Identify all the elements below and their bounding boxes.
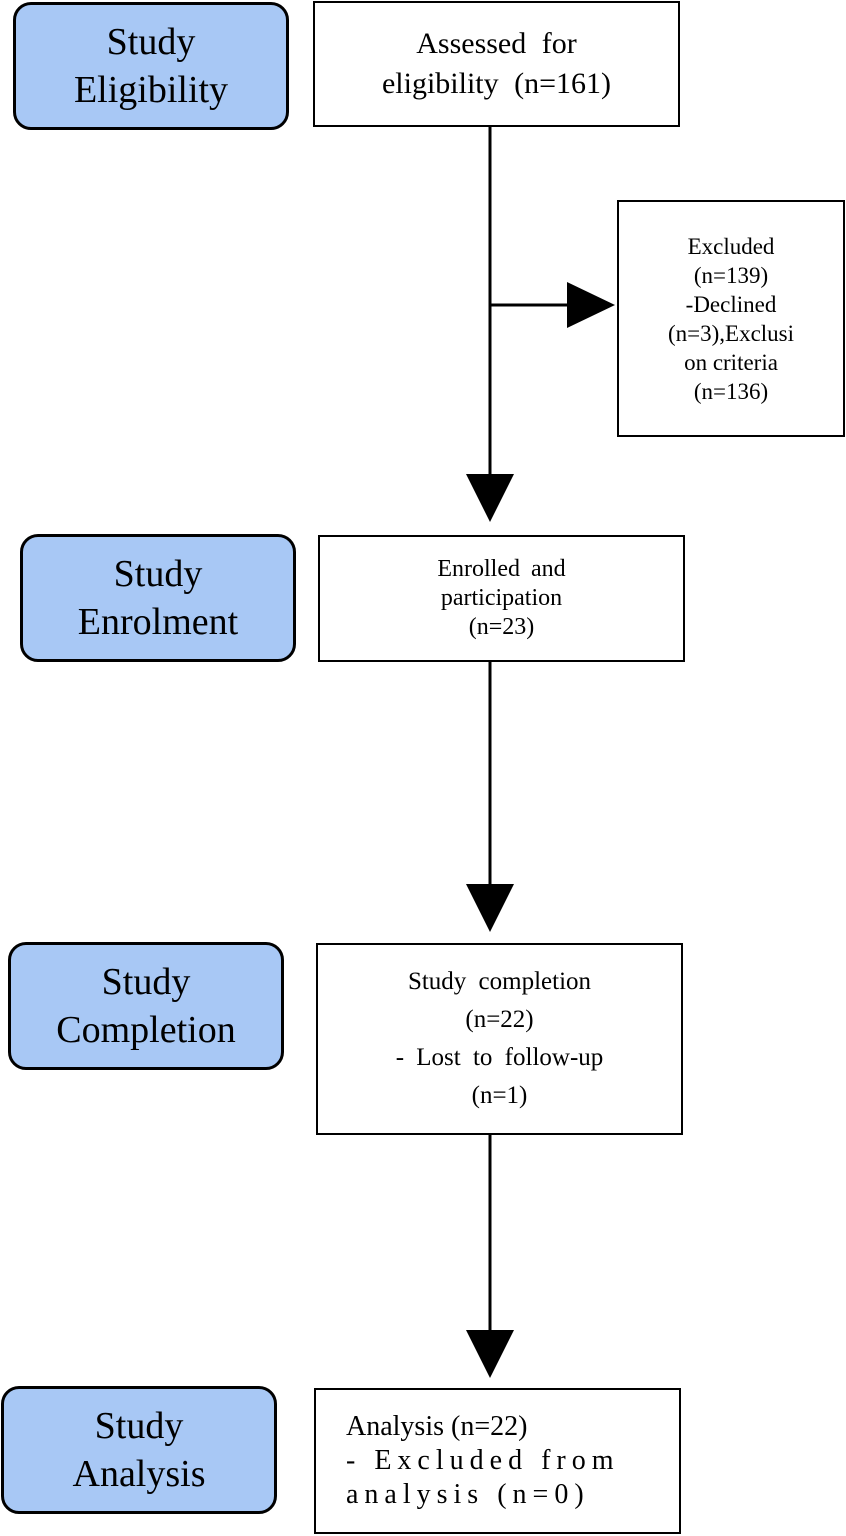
stage-analysis-line-1: Study [94, 1405, 184, 1447]
excluded-line-3: -Declined [685, 291, 777, 317]
completion-line-2: (n=22) [465, 1006, 534, 1033]
box-analysis: Analysis (n=22) - Excluded from analysis… [314, 1388, 681, 1534]
excluded-line-1: Excluded [687, 233, 775, 259]
excluded-line-6: (n=136) [693, 378, 769, 404]
enrolled-line-1: Enrolled and [437, 556, 566, 582]
box-study-completion: Study completion (n=22) - Lost to follow… [316, 943, 683, 1135]
enrolled-line-2: participation [440, 585, 563, 611]
stage-completion-line-1: Study [101, 961, 191, 1003]
completion-line-1: Study completion [407, 968, 592, 995]
stage-analysis-line-2: Analysis [72, 1453, 206, 1495]
stage-enrolment-line-1: Study [113, 553, 203, 595]
stage-enrolment-line-2: Enrolment [77, 601, 239, 643]
arrowhead-to-excluded [567, 282, 615, 328]
box-enrolled: Enrolled and participation (n=23) [318, 535, 685, 662]
assessed-line-2: eligibility (n=161) [381, 67, 612, 100]
stage-eligibility-line-2: Eligibility [73, 69, 229, 111]
stage-completion-line-2: Completion [56, 1009, 236, 1051]
excluded-line-2: (n=139) [693, 262, 769, 288]
assessed-line-1: Assessed for [416, 27, 577, 60]
arrowhead-to-enrolled [466, 474, 514, 522]
completion-line-3: - Lost to follow-up [395, 1044, 604, 1071]
stage-eligibility-line-1: Study [106, 21, 196, 63]
stage-eligibility: Study Eligibility [13, 2, 289, 130]
analysis-line-2: - Excluded from [346, 1445, 620, 1476]
excluded-line-4: (n=3),Exclusi [667, 320, 795, 346]
stage-analysis: Study Analysis [1, 1386, 277, 1514]
stage-enrolment: Study Enrolment [20, 534, 296, 662]
box-assessed-eligibility: Assessed for eligibility (n=161) [313, 1, 680, 127]
box-excluded: Excluded (n=139) -Declined (n=3),Exclusi… [617, 200, 845, 437]
analysis-line-3: analysis (n=0) [346, 1479, 590, 1510]
arrowhead-to-completion [466, 884, 514, 932]
completion-line-4: (n=1) [471, 1082, 528, 1109]
analysis-line-1: Analysis (n=22) [346, 1411, 528, 1442]
stage-completion: Study Completion [8, 942, 284, 1070]
arrowhead-to-analysis [466, 1330, 514, 1378]
enrolled-line-3: (n=23) [468, 614, 535, 640]
excluded-line-5: on criteria [684, 349, 778, 375]
